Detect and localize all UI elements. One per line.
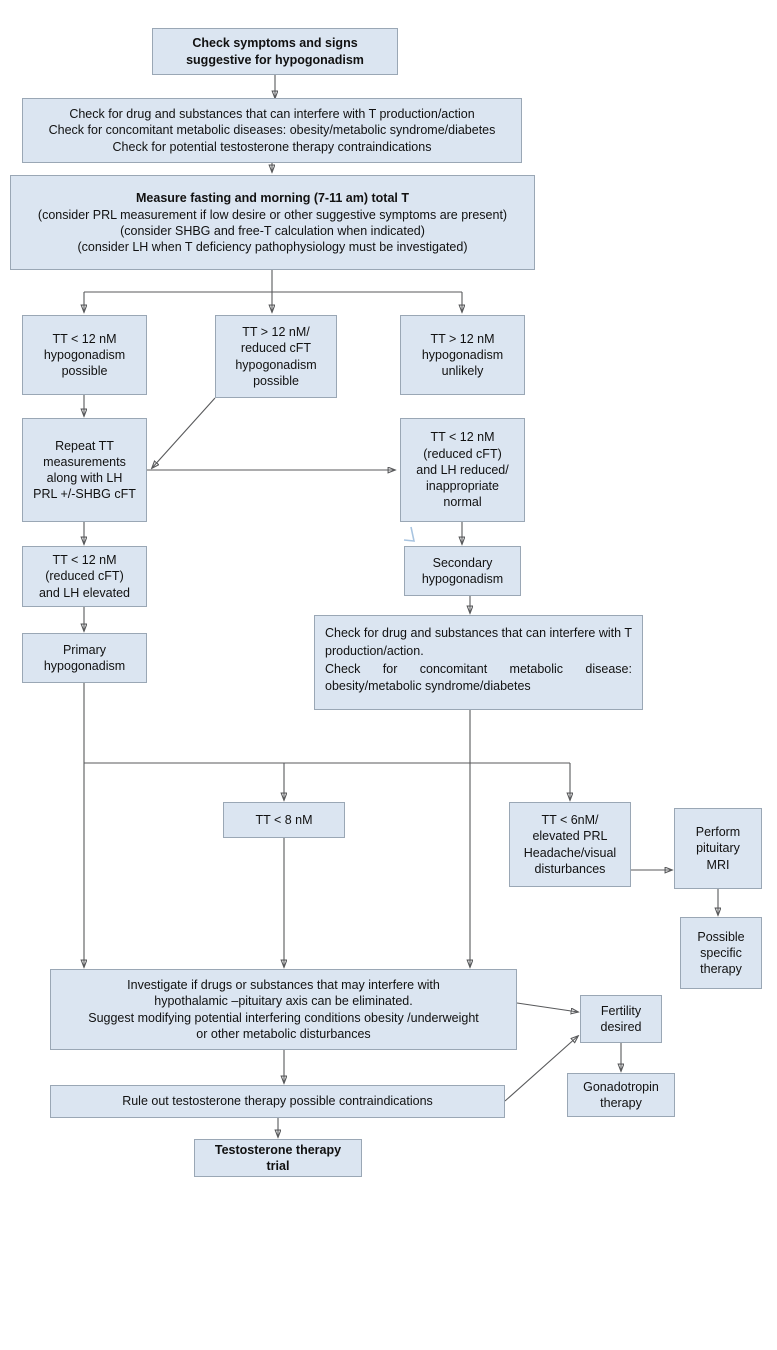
node-testosterone-therapy-trial: Testosterone therapy trial [194, 1139, 362, 1177]
node-check-symptoms: Check symptoms and signs suggestive for … [152, 28, 398, 75]
node-gonadotropin-therapy-label: Gonadotropin therapy [583, 1079, 659, 1110]
node-rule-out-contraindications: Rule out testosterone therapy possible c… [50, 1085, 505, 1118]
node-measure-total-t-details: (consider PRL measurement if low desire … [37, 207, 508, 255]
node-tt-lt8: TT < 8 nM [223, 802, 345, 838]
node-tt-gt12-unlikely-label: TT > 12 nM hypogonadism unlikely [421, 331, 504, 379]
node-check-symptoms-label: Check symptoms and signs suggestive for … [186, 36, 364, 67]
node-possible-specific-therapy-label: Possible specific therapy [697, 929, 745, 977]
node-tt-gt12-reduced-cft: TT > 12 nM/ reduced cFT hypogonadism pos… [215, 315, 337, 398]
node-tt-lt12-lh-elevated: TT < 12 nM (reduced cFT) and LH elevated [22, 546, 147, 607]
node-tt-lt12-possible: TT < 12 nM hypogonadism possible [22, 315, 147, 395]
node-repeat-tt-label: Repeat TT measurements along with LH PRL… [33, 438, 136, 502]
node-check-drugs-secondary-label: Check for drug and substances that can i… [325, 626, 632, 694]
node-measure-total-t: Measure fasting and morning (7-11 am) to… [10, 175, 535, 270]
node-measure-total-t-title: Measure fasting and morning (7-11 am) to… [136, 190, 409, 205]
node-rule-out-contraindications-label: Rule out testosterone therapy possible c… [122, 1094, 433, 1109]
node-tt-gt12-reduced-cft-label: TT > 12 nM/ reduced cFT hypogonadism pos… [235, 325, 317, 388]
node-tt-lt12-lh-reduced-label: TT < 12 nM (reduced cFT) and LH reduced/… [416, 430, 509, 510]
node-tt-lt12-lh-elevated-label: TT < 12 nM (reduced cFT) and LH elevated [38, 553, 131, 600]
node-check-drugs-top-label: Check for drug and substances that can i… [48, 107, 496, 154]
node-testosterone-therapy-trial-label: Testosterone therapy trial [214, 1142, 342, 1173]
node-tt-lt6-prl: TT < 6nM/ elevated PRL Headache/visual d… [509, 802, 631, 887]
stray-pen-mark [403, 526, 416, 542]
node-check-drugs-secondary: Check for drug and substances that can i… [314, 615, 643, 710]
node-tt-lt12-possible-label: TT < 12 nM hypogonadism possible [43, 331, 126, 379]
node-fertility-desired: Fertility desired [580, 995, 662, 1043]
node-investigate-drugs: Investigate if drugs or substances that … [50, 969, 517, 1050]
node-tt-lt6-prl-label: TT < 6nM/ elevated PRL Headache/visual d… [523, 813, 617, 876]
node-fertility-desired-label: Fertility desired [600, 1003, 642, 1034]
node-check-drugs-top: Check for drug and substances that can i… [22, 98, 522, 163]
node-investigate-drugs-label: Investigate if drugs or substances that … [88, 978, 479, 1041]
node-primary-hypogonadism: Primary hypogonadism [22, 633, 147, 683]
node-tt-gt12-unlikely: TT > 12 nM hypogonadism unlikely [400, 315, 525, 395]
node-tt-lt8-label: TT < 8 nM [255, 812, 313, 827]
node-possible-specific-therapy: Possible specific therapy [680, 917, 762, 989]
node-gonadotropin-therapy: Gonadotropin therapy [567, 1073, 675, 1117]
node-tt-lt12-lh-reduced: TT < 12 nM (reduced cFT) and LH reduced/… [400, 418, 525, 522]
node-repeat-tt: Repeat TT measurements along with LH PRL… [22, 418, 147, 522]
node-secondary-hypogonadism: Secondary hypogonadism [404, 546, 521, 596]
node-perform-pituitary-mri: Perform pituitary MRI [674, 808, 762, 889]
node-primary-hypogonadism-label: Primary hypogonadism [43, 642, 126, 673]
node-perform-pituitary-mri-label: Perform pituitary MRI [695, 825, 741, 872]
node-secondary-hypogonadism-label: Secondary hypogonadism [421, 555, 504, 586]
